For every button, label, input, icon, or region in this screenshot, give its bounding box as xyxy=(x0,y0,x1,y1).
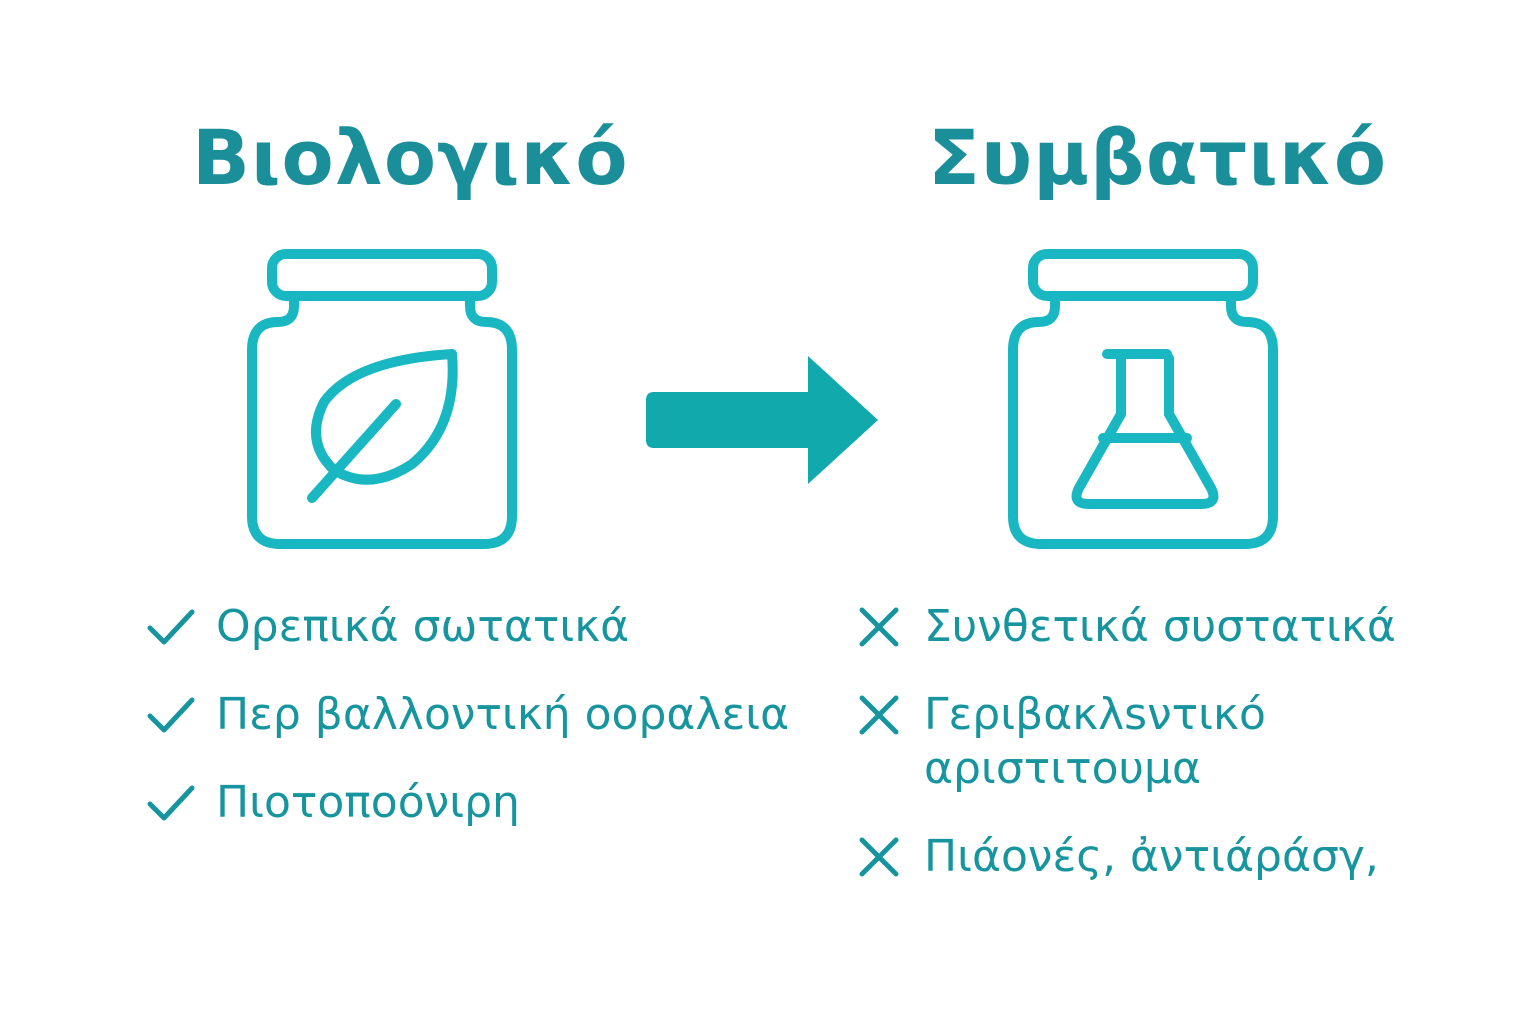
conventional-drawbacks-list: Συνθετικά συστατικά Γεριβακλsντικό αριστ… xyxy=(852,600,1412,918)
list-item-label: Γεριβακλsντικό αριστιτουμα xyxy=(924,689,1266,794)
list-item: Πιοτοποόνιρη xyxy=(144,776,794,830)
organic-title: Βιολογικό xyxy=(192,113,629,202)
organic-jar-icon xyxy=(247,249,517,549)
flask-icon xyxy=(1071,349,1219,509)
leaf-icon xyxy=(307,349,458,503)
arrow-right-icon xyxy=(646,356,878,484)
list-item-label: Συνθετικά συστατικά xyxy=(924,601,1396,652)
list-item-label: Πιάονές, ἀντιάράσγ, xyxy=(924,831,1379,882)
list-item: Πιάονές, ἀντιάράσγ, xyxy=(852,830,1412,884)
check-icon xyxy=(144,688,198,742)
conventional-jar-icon xyxy=(1008,249,1278,549)
check-icon xyxy=(144,600,198,654)
list-item-label: Oρεπικά σωτατικά xyxy=(216,601,630,652)
list-item-label: Πιοτοποόνιρη xyxy=(216,777,520,828)
cross-icon xyxy=(852,600,906,654)
organic-benefits-list: Oρεπικά σωτατικά Περ βαλλοντική οοραλεια… xyxy=(144,600,794,864)
list-item: Oρεπικά σωτατικά xyxy=(144,600,794,654)
list-item: Συνθετικά συστατικά xyxy=(852,600,1412,654)
list-item: Γεριβακλsντικό αριστιτουμα xyxy=(852,688,1412,796)
cross-icon xyxy=(852,830,906,884)
check-icon xyxy=(144,776,198,830)
list-item-label: Περ βαλλοντική οοραλεια xyxy=(216,689,790,740)
cross-icon xyxy=(852,688,906,742)
list-item: Περ βαλλοντική οοραλεια xyxy=(144,688,794,742)
conventional-title: Συμβατικό xyxy=(928,113,1388,202)
